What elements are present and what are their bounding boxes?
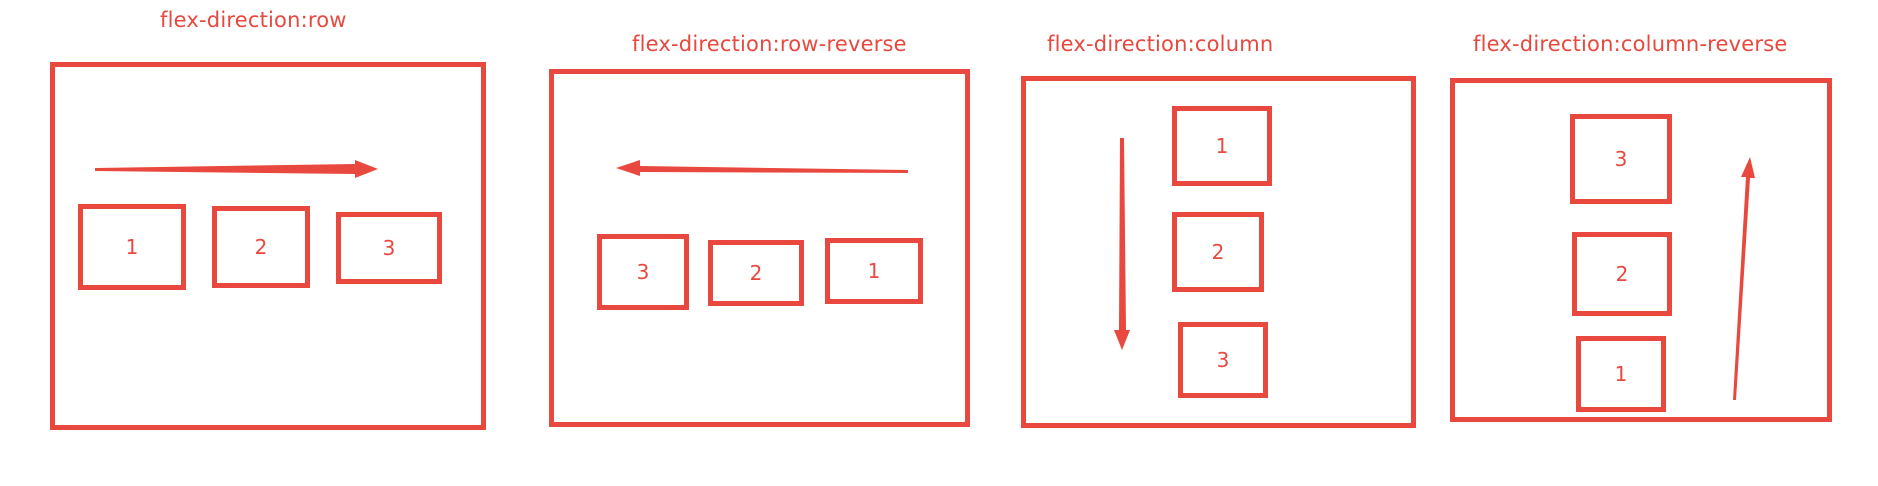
- panel-title-row-reverse: flex-direction:row-reverse: [632, 32, 907, 56]
- column-reverse-item-2: 2: [1572, 232, 1672, 316]
- panel-frame-row-reverse: [549, 69, 970, 427]
- row-reverse-item-1: 1: [825, 238, 923, 304]
- panel-frame-column: [1021, 76, 1416, 428]
- panel-frame-row: [50, 62, 486, 430]
- row-reverse-item-2: 2: [708, 240, 804, 306]
- row-item-2: 2: [212, 206, 310, 288]
- panel-title-column: flex-direction:column: [1047, 32, 1274, 56]
- column-item-1: 1: [1172, 106, 1272, 186]
- row-reverse-item-3: 3: [597, 234, 689, 310]
- column-reverse-item-3: 3: [1570, 114, 1672, 204]
- column-reverse-item-1: 1: [1576, 336, 1666, 412]
- panel-frame-column-reverse: [1450, 78, 1832, 422]
- row-item-1: 1: [78, 204, 186, 290]
- row-item-3: 3: [336, 212, 442, 284]
- panel-title-column-reverse: flex-direction:column-reverse: [1473, 32, 1788, 56]
- column-item-3: 3: [1178, 322, 1268, 398]
- panel-title-row: flex-direction:row: [160, 8, 347, 32]
- column-item-2: 2: [1172, 212, 1264, 292]
